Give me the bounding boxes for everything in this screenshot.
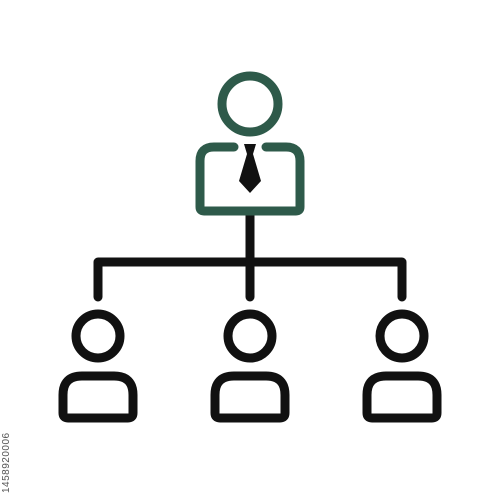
leader-head [217,71,283,137]
member-body [362,371,442,423]
member-head [223,309,277,363]
member-head [375,309,429,363]
member-person-icon [362,309,442,423]
leader-person-icon [195,71,305,216]
member-person-icon [210,309,290,423]
connector-right-branch [245,257,407,302]
member-body [210,371,290,423]
member-person-icon [58,309,138,423]
connector-lines [93,210,407,302]
leader-body [195,142,305,216]
connector-left-branch [93,257,255,302]
member-body [58,371,138,423]
member-head [71,309,125,363]
watermark-id-text: 1458920006 [1,432,12,493]
tie-icon [239,144,261,193]
